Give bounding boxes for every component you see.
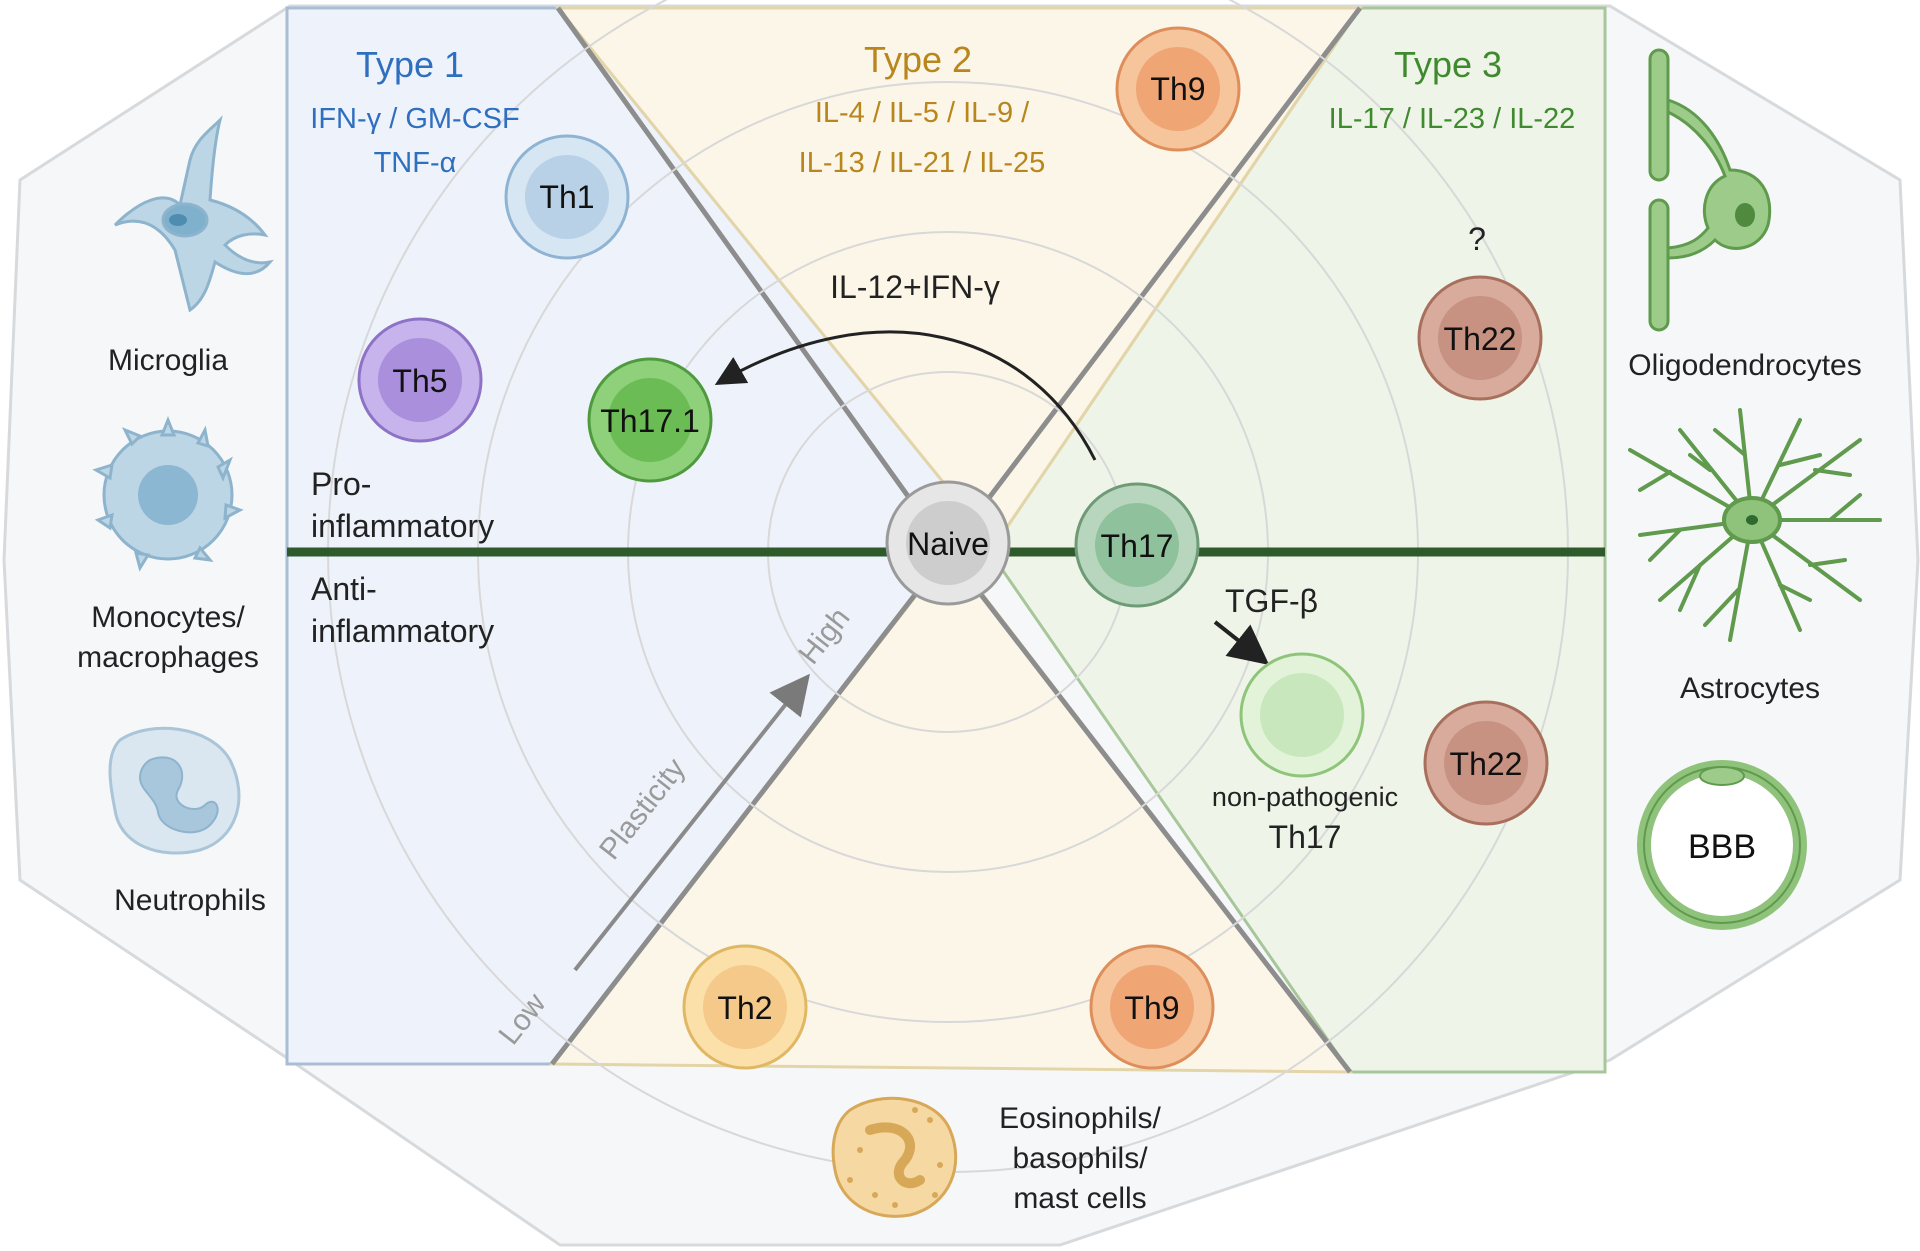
bbb-label: BBB: [1688, 828, 1756, 866]
tgfb-arrow: [1213, 620, 1270, 665]
il12-ifng-label: IL-12+IFN-γ: [830, 269, 1000, 305]
type1-cytokines-line1: IFN-γ / GM-CSF: [310, 103, 519, 135]
neutrophils-label: Neutrophils: [114, 884, 266, 917]
type2-title: Type 2: [864, 39, 972, 80]
bottom-cells-line1: Eosinophils/: [999, 1102, 1161, 1135]
th9-bottom-cell: Th9: [1089, 944, 1215, 1070]
type3-title: Type 3: [1394, 44, 1502, 85]
th9-top-label: Th9: [1150, 71, 1205, 107]
macrophage-icon: [92, 415, 244, 572]
th22-top-label: Th22: [1444, 321, 1517, 357]
th5-cell: Th5: [357, 317, 483, 443]
boundary-line: [946, 6, 1362, 554]
type2-cytokines-line2: IL-13 / IL-21 / IL-25: [799, 147, 1046, 179]
oligodendrocyte-icon: [1648, 48, 1772, 332]
type1-cytokines-line2: TNF-α: [374, 147, 457, 179]
nonpathogenic-th17-cell: [1239, 652, 1365, 778]
th1-cell: Th1: [504, 134, 630, 260]
th22-top-question: ?: [1468, 221, 1486, 257]
pro-inflammatory-line1: Pro-: [311, 466, 371, 502]
th22-bottom-cell: Th22: [1423, 700, 1549, 826]
eosinophil-icon: [831, 1096, 958, 1218]
th9-top-cell: Th9: [1115, 26, 1241, 152]
th17-1-cell: Th17.1: [587, 357, 713, 483]
tgfb-label: TGF-β: [1225, 583, 1318, 619]
naive-label: Naive: [907, 526, 989, 562]
type3-cytokines-line1: IL-17 / IL-23 / IL-22: [1329, 103, 1576, 135]
th5-label: Th5: [392, 363, 447, 399]
nonpathogenic-label-line2: Th17: [1269, 819, 1342, 855]
boundary-line: [550, 550, 950, 1066]
boundary-line: [946, 550, 1352, 1074]
th22-top-cell: Th22: [1417, 275, 1543, 401]
astrocytes-label: Astrocytes: [1680, 672, 1820, 705]
th17-cell: Th17: [1074, 482, 1200, 608]
astrocyte-icon: [1628, 408, 1882, 642]
il12-ifng-arrow: [714, 330, 1097, 461]
neutrophil-icon: [108, 726, 241, 855]
bottom-cells-line3: mast cells: [1013, 1182, 1146, 1215]
type2-cytokines-line1: IL-4 / IL-5 / IL-9 /: [815, 97, 1030, 129]
microglia-icon: [113, 115, 274, 313]
bbb-icon: BBB: [1637, 760, 1807, 930]
microglia-label: Microglia: [108, 344, 228, 377]
pro-inflammatory-line2: inflammatory: [311, 508, 494, 544]
th1-label: Th1: [539, 179, 594, 215]
plasticity-arrow: [573, 673, 810, 972]
th17-1-label: Th17.1: [600, 403, 700, 439]
anti-inflammatory-line2: inflammatory: [311, 613, 494, 649]
nonpathogenic-label-line1: non-pathogenic: [1212, 782, 1398, 812]
monocytes-label-line2: macrophages: [77, 641, 259, 674]
monocytes-label-line1: Monocytes/: [91, 601, 245, 634]
th2-cell: Th2: [682, 944, 808, 1070]
th17-label: Th17: [1101, 528, 1174, 564]
type1-title: Type 1: [356, 44, 464, 85]
boundary-line: [555, 6, 951, 554]
th2-label: Th2: [717, 990, 772, 1026]
naive-cell: Naive: [885, 480, 1011, 606]
th22-bottom-label: Th22: [1450, 746, 1523, 782]
bottom-cells-line2: basophils/: [1012, 1142, 1148, 1175]
th9-bottom-label: Th9: [1124, 990, 1179, 1026]
oligodendrocytes-label: Oligodendrocytes: [1628, 349, 1861, 382]
anti-inflammatory-line1: Anti-: [311, 571, 377, 607]
